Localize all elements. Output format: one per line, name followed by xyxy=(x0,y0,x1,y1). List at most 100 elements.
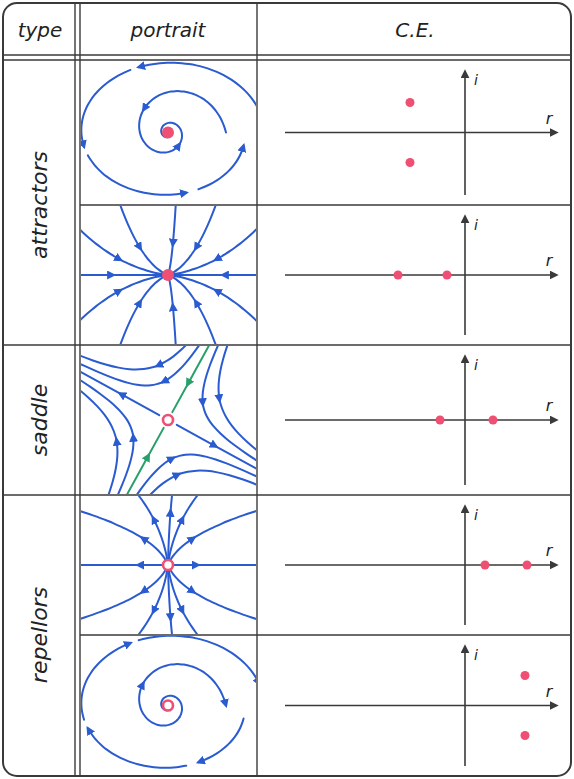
trajectory xyxy=(153,518,168,565)
complex-plane xyxy=(285,357,556,485)
outer-trajectory xyxy=(88,155,186,194)
hyperbolic-trajectory xyxy=(203,405,256,493)
root-dot xyxy=(394,271,403,280)
trajectory xyxy=(81,508,142,538)
trajectory xyxy=(171,619,178,634)
root-dot xyxy=(406,158,415,167)
complex-plane xyxy=(285,72,556,195)
spiral-portrait xyxy=(81,636,256,768)
trajectory xyxy=(168,260,215,275)
outer-trajectory xyxy=(139,63,256,111)
fixed-point-ring xyxy=(163,701,173,711)
stable-manifold xyxy=(115,455,149,494)
axis-label: i xyxy=(474,73,478,87)
trajectory xyxy=(111,206,141,249)
real-axis xyxy=(285,132,556,134)
trajectory xyxy=(171,496,178,511)
row-rule xyxy=(80,204,571,205)
table-border xyxy=(3,3,571,776)
trajectory xyxy=(173,305,178,344)
node-portrait xyxy=(81,206,256,344)
hyperbolic-trajectory xyxy=(81,347,133,435)
imaginary-axis xyxy=(464,217,466,335)
unstable-manifold xyxy=(216,447,256,478)
root-dot xyxy=(481,561,490,570)
trajectory xyxy=(195,206,225,249)
row-rule xyxy=(80,634,571,635)
axis-label: i xyxy=(474,218,478,232)
trajectory xyxy=(195,301,225,344)
axis-label: i xyxy=(474,508,478,522)
fixed-point-ring xyxy=(163,415,173,425)
trajectory xyxy=(168,565,171,619)
trajectory xyxy=(81,564,138,566)
hyperbolic-trajectory xyxy=(121,458,174,494)
unstable-manifold xyxy=(120,393,159,415)
outer-trajectory xyxy=(81,70,130,147)
root-dot xyxy=(406,98,415,107)
column-rule xyxy=(74,3,75,776)
real-axis xyxy=(285,419,556,421)
trajectory xyxy=(223,274,256,276)
header-rule xyxy=(3,54,571,55)
fixed-point xyxy=(162,269,174,281)
imaginary-axis xyxy=(464,72,466,195)
outer-trajectory xyxy=(88,728,186,767)
real-axis xyxy=(285,274,556,276)
root-dot xyxy=(443,271,452,280)
stable-manifold xyxy=(172,385,187,412)
trajectory xyxy=(81,274,113,276)
hyperbolic-trajectory xyxy=(203,346,227,405)
complex-plane xyxy=(285,647,556,766)
table-grid xyxy=(3,3,571,776)
trajectory xyxy=(215,290,256,332)
column-header: C.E. xyxy=(395,20,434,40)
axis-label: r xyxy=(546,111,553,127)
hyperbolic-trajectory xyxy=(220,401,256,494)
row-type-label: attractors xyxy=(29,151,51,259)
row-type-label: saddle xyxy=(29,384,51,457)
fixed-point xyxy=(162,127,174,139)
trajectory xyxy=(215,218,256,260)
root-dot xyxy=(521,731,530,740)
axis-label: r xyxy=(546,543,553,559)
hyperbolic-trajectory xyxy=(81,346,157,369)
imaginary-axis xyxy=(464,647,466,766)
fixed-point-ring xyxy=(163,560,173,570)
real-axis xyxy=(285,705,556,707)
hyperbolic-trajectory xyxy=(103,439,117,494)
complex-plane xyxy=(285,217,556,335)
hyperbolic-trajectory xyxy=(162,346,215,382)
axis-label: i xyxy=(474,358,478,372)
unstable-manifold xyxy=(81,362,120,393)
root-dot xyxy=(521,671,530,680)
real-axis xyxy=(285,564,556,566)
imaginary-axis xyxy=(464,507,466,625)
trajectory xyxy=(173,206,178,245)
column-rule xyxy=(256,3,257,776)
trajectory xyxy=(121,260,168,275)
trajectory xyxy=(81,218,121,260)
unstable-manifold xyxy=(177,425,216,447)
root-dot xyxy=(489,416,498,425)
row-rule xyxy=(3,494,571,495)
hyperbolic-trajectory xyxy=(219,346,233,401)
spiral-trajectory xyxy=(139,110,179,153)
trajectory xyxy=(111,612,153,634)
trajectory xyxy=(81,592,142,622)
trajectory xyxy=(81,290,121,332)
spiral-trajectory xyxy=(161,696,182,717)
axis-label: r xyxy=(546,684,553,700)
trajectory xyxy=(111,301,141,344)
trajectory xyxy=(183,612,225,634)
axis-label: r xyxy=(546,398,553,414)
trajectory xyxy=(183,496,225,518)
outer-trajectory xyxy=(139,636,256,684)
trajectory xyxy=(194,508,256,538)
trajectory xyxy=(168,275,215,290)
spiral-trajectory xyxy=(143,91,226,132)
hyperbolic-trajectory xyxy=(127,474,179,494)
